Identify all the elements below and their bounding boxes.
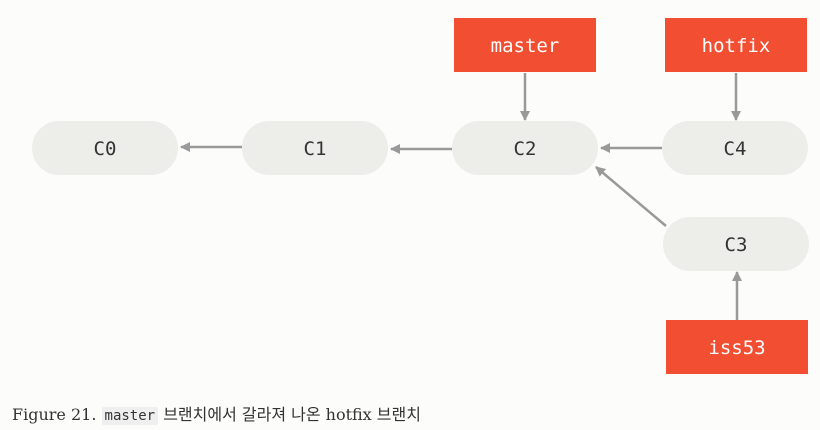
commit-c0-label: C0 <box>94 138 117 160</box>
branch-iss53-label: iss53 <box>708 337 765 359</box>
caption-prefix: Figure 21. <box>12 405 97 424</box>
git-branch-diagram: C0 C1 C2 C4 C3 master hotfix iss53 <box>32 18 809 374</box>
commit-c2-label: C2 <box>514 138 537 160</box>
commit-c1: C1 <box>242 121 388 175</box>
branch-master-label: master <box>491 35 560 57</box>
commit-c0: C0 <box>32 121 178 175</box>
branch-master: master <box>454 18 596 72</box>
arrow-c3-to-c2 <box>595 166 667 227</box>
commit-c4-label: C4 <box>724 138 747 160</box>
branch-hotfix-label: hotfix <box>702 35 771 57</box>
commit-c3: C3 <box>663 217 809 271</box>
commit-c1-label: C1 <box>304 138 327 160</box>
figure-caption: Figure 21. master 브랜치에서 갈라져 나온 hotfix 브랜… <box>12 401 421 425</box>
commit-c4: C4 <box>662 121 808 175</box>
caption-text: 브랜치에서 갈라져 나온 hotfix 브랜치 <box>163 405 421 424</box>
branch-hotfix: hotfix <box>665 18 807 72</box>
caption-code: master <box>101 407 159 425</box>
branch-iss53: iss53 <box>666 320 808 374</box>
commit-c3-label: C3 <box>725 234 748 256</box>
commit-c2: C2 <box>452 121 598 175</box>
